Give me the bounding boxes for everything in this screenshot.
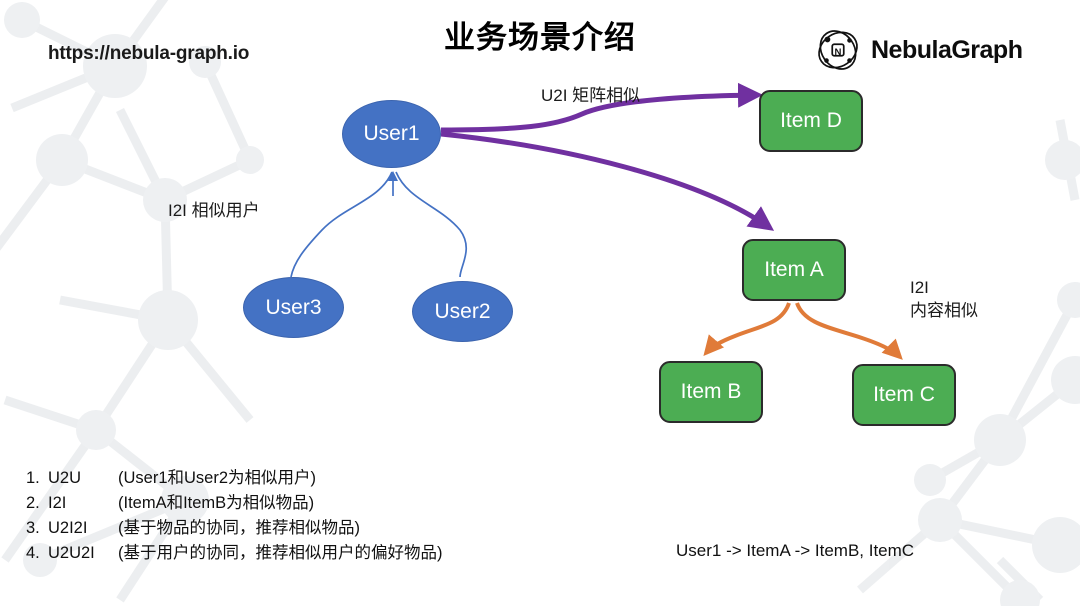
legend-key: U2U2I <box>48 544 95 563</box>
legend-index: 1. <box>26 469 40 487</box>
node-item-c[interactable]: Item C <box>852 364 956 426</box>
node-item-b[interactable]: Item B <box>659 361 763 423</box>
legend-index: 3. <box>26 519 40 538</box>
legend-desc: (ItemA和ItemB为相似物品) <box>118 494 315 513</box>
edge-label-i2i-item: I2I 内容相似 <box>910 278 978 320</box>
edge-label-u2i: U2I 矩阵相似 <box>541 86 641 105</box>
path-line: User1 -> ItemA -> ItemB, ItemC <box>676 541 915 561</box>
node-user3[interactable]: User3 <box>243 277 344 338</box>
legend-index: 2. <box>26 494 40 513</box>
node-item-d[interactable]: Item D <box>759 90 863 152</box>
legend-key: U2I2I <box>48 519 88 538</box>
page-title: 业务场景介绍 <box>444 20 636 55</box>
legend-index: 4. <box>26 544 40 563</box>
brand-name: NebulaGraph <box>871 35 1023 64</box>
node-user2[interactable]: User2 <box>412 281 513 342</box>
node-user1[interactable]: User1 <box>342 100 441 168</box>
node-item-a[interactable]: Item A <box>742 239 846 301</box>
edge-label-i2i-user: I2I 相似用户 <box>168 201 260 220</box>
nebulagraph-orbit-icon: N <box>818 30 858 70</box>
legend-desc: (基于物品的协同，推荐相似物品) <box>118 519 360 538</box>
edge-itemA-children <box>703 302 903 360</box>
brand-logo: N NebulaGraph <box>815 27 1023 73</box>
site-url: https://nebula-graph.io <box>48 43 250 64</box>
legend-key: I2I <box>48 494 67 513</box>
legend-item: 4. U2U2I (基于用户的协同，推荐相似用户的偏好物品) <box>26 541 443 566</box>
edge-user1-itemA <box>440 131 775 231</box>
legend-list: 1. U2U (User1和User2为相似用户) 2. I2I (ItemA和… <box>26 466 443 566</box>
legend-key: U2U <box>48 469 82 487</box>
logo-letter: N <box>835 47 842 58</box>
legend-item: 2. I2I (ItemA和ItemB为相似物品) <box>26 491 443 516</box>
legend-item: 3. U2I2I (基于物品的协同，推荐相似物品) <box>26 516 443 541</box>
legend-item: 1. U2U (User1和User2为相似用户) <box>26 466 443 491</box>
edge-users-to-user1 <box>290 170 468 278</box>
legend-desc: (基于用户的协同，推荐相似用户的偏好物品) <box>118 544 443 563</box>
legend-desc: (User1和User2为相似用户) <box>118 469 317 487</box>
paths-list: User1 -> ItemA -> ItemB, ItemC User2 -> … <box>676 482 920 606</box>
